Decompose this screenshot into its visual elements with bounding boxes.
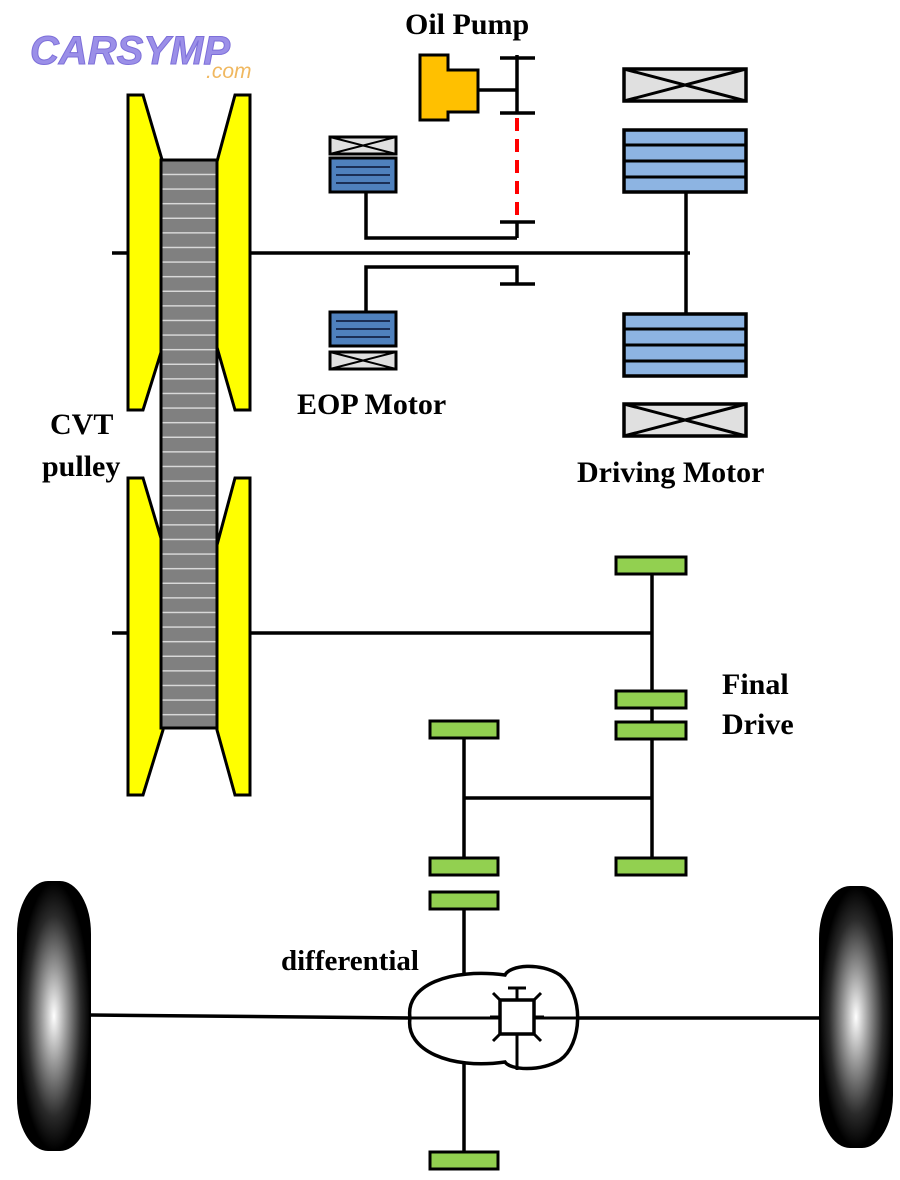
eop-lower-winding-lines xyxy=(336,320,390,338)
gear-l4 xyxy=(428,1150,500,1171)
differential-unit xyxy=(408,964,580,1071)
final-drive-label-line1: Final xyxy=(722,668,789,701)
cvt-label-line1: CVT xyxy=(50,408,113,441)
cvt-primary-pulley xyxy=(126,93,252,412)
logo-main-text: CARSYMP xyxy=(30,29,230,73)
eop-upper-link xyxy=(364,192,517,240)
gear-l3 xyxy=(428,890,500,911)
differential-spider-gear xyxy=(498,998,536,1036)
driving-motor-label: Driving Motor xyxy=(577,456,764,489)
cvt-label-line2: pulley xyxy=(42,450,120,483)
carsymp-logo: CARSYMP .com xyxy=(30,29,252,84)
secondary-pulley-left-sheave xyxy=(126,476,165,797)
motor-lower-winding-lines xyxy=(624,327,746,363)
left-wheel-tire xyxy=(17,881,91,1151)
gear-l1 xyxy=(428,719,500,740)
cvt-secondary-pulley xyxy=(126,476,252,797)
left-axle xyxy=(89,1013,411,1020)
differential-label: differential xyxy=(281,945,419,977)
logo-sub-text: .com xyxy=(206,60,252,83)
motor-lower-stator-cross xyxy=(623,402,747,438)
differential-pinions xyxy=(490,986,544,1070)
final-drive-label-line2: Drive xyxy=(722,708,794,741)
eop-motor-label: EOP Motor xyxy=(297,388,446,421)
eop-upper-winding-lines xyxy=(336,166,390,184)
oil-pump-label: Oil Pump xyxy=(405,8,529,41)
motor-upper-stator-cross xyxy=(623,67,747,103)
eop-drive-links xyxy=(364,192,535,312)
secondary-pulley-right-sheave xyxy=(215,476,252,797)
driving-motor xyxy=(622,67,748,438)
eop-lower-link xyxy=(364,265,519,312)
final-drive-shafts xyxy=(462,566,654,1160)
oil-pump xyxy=(418,53,535,122)
eop-motor xyxy=(328,135,398,371)
gear-l2 xyxy=(428,856,500,877)
gear-r3 xyxy=(614,720,688,741)
right-wheel-tire xyxy=(819,886,893,1148)
oil-pump-body xyxy=(418,53,480,122)
eop-lower-stator-cross xyxy=(329,351,397,370)
final-drive-gears xyxy=(428,555,688,1171)
gear-r4 xyxy=(614,856,688,877)
motor-upper-winding-lines xyxy=(624,143,746,179)
gear-r2 xyxy=(614,689,688,710)
gear-r1 xyxy=(614,555,688,576)
cvt-belt-body xyxy=(159,158,219,730)
cvt-belt xyxy=(159,158,219,730)
eop-upper-stator-cross xyxy=(329,136,397,155)
